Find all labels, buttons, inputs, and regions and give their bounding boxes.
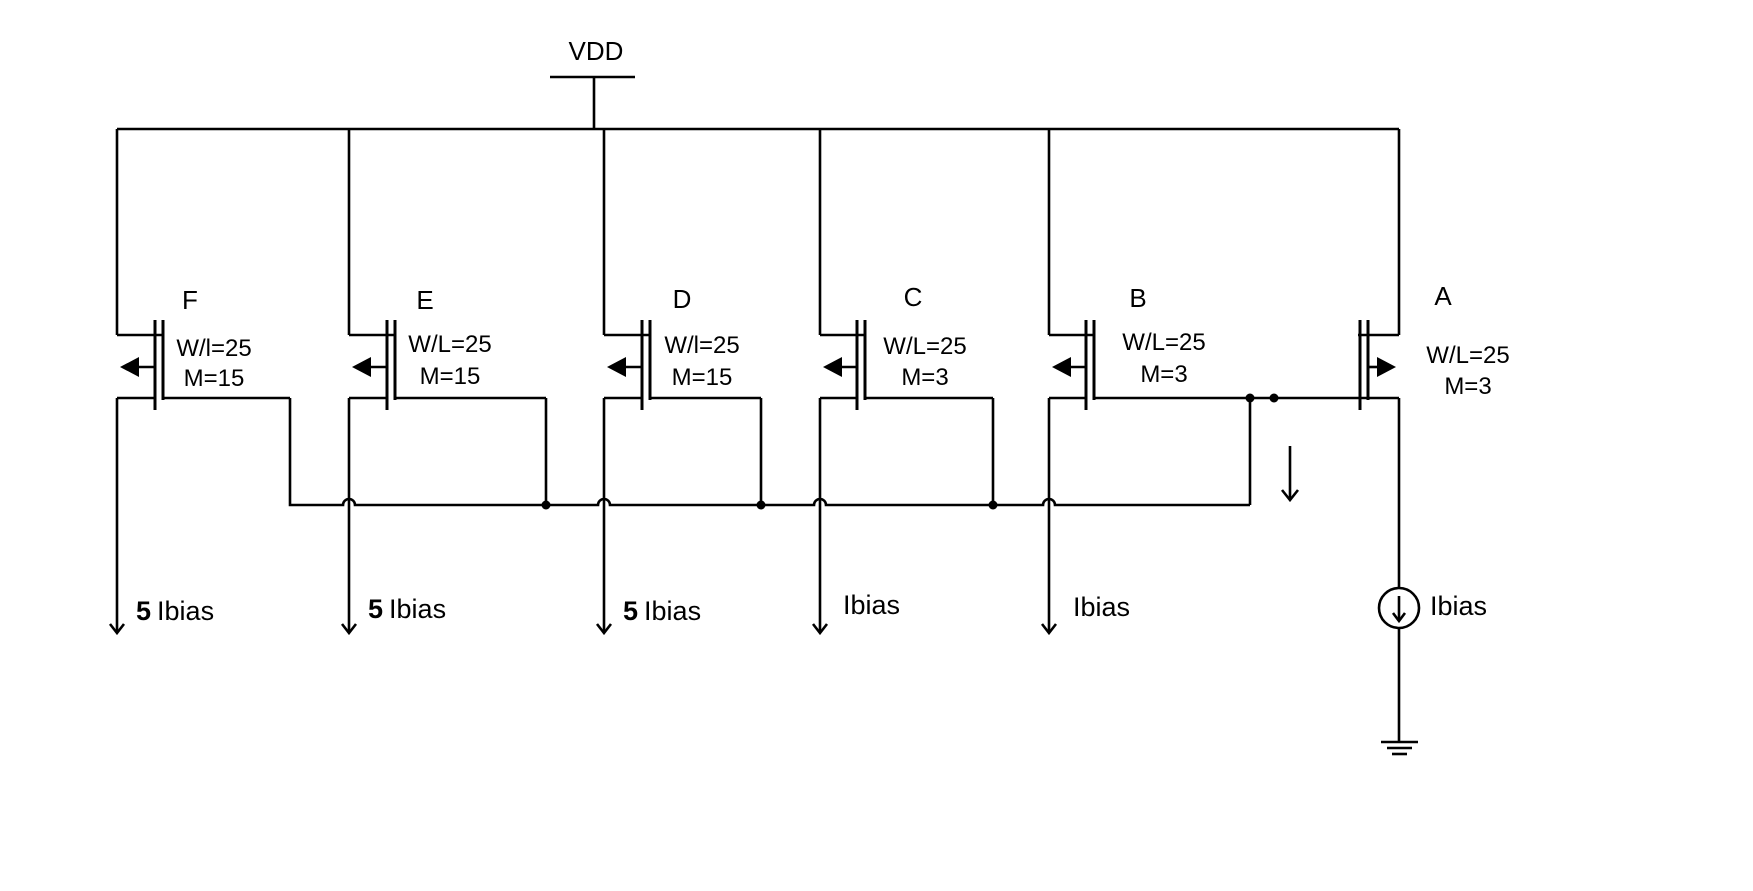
- current-source-icon: Ibias: [1377, 586, 1487, 630]
- transistor-name: C: [904, 282, 923, 312]
- vdd-supply: VDD: [550, 36, 635, 129]
- width-length-label: W/L=25: [408, 331, 491, 358]
- current-name: Ibias: [157, 596, 214, 626]
- multiplier-label: M=15: [184, 365, 245, 392]
- transistor-b: B W/L=25 M=3: [1047, 129, 1360, 505]
- transistor-e: E W/L=25 M=15: [347, 129, 548, 505]
- multiplier-label: M=3: [901, 364, 948, 391]
- width-length-label: W/l=25: [664, 332, 739, 359]
- current-name: Ibias: [389, 594, 446, 624]
- pmos-arrow-icon: [1052, 357, 1071, 377]
- reference-current-label: Ibias: [1430, 591, 1487, 621]
- transistor-name: E: [416, 285, 433, 315]
- transistor-c: C W/L=25 M=3: [818, 129, 995, 505]
- transistor-name: D: [673, 284, 692, 314]
- arrow-down-icon: [340, 623, 358, 636]
- multiplier-label: M=15: [672, 364, 733, 391]
- multiplier: 5: [368, 594, 383, 624]
- transistor-name: A: [1434, 281, 1452, 311]
- arrow-down-icon: [1280, 489, 1300, 503]
- transistor-name: F: [182, 285, 198, 315]
- arrow-down-icon: [1040, 623, 1058, 636]
- pmos-arrow-icon: [1377, 357, 1396, 377]
- arrow-down-icon: [595, 623, 613, 636]
- output-b: Ibias: [1040, 398, 1130, 636]
- output-current-label: Ibias: [843, 590, 900, 620]
- junction-dot: [1269, 393, 1279, 403]
- width-length-label: W/l=25: [176, 335, 251, 362]
- transistor-f: F W/l=25 M=15: [115, 129, 290, 410]
- transistor-d: D W/l=25 M=15: [602, 129, 763, 505]
- junction-dot: [1245, 393, 1255, 403]
- multiplier: 5: [136, 596, 151, 626]
- arrow-down-icon: [108, 623, 126, 636]
- pmos-arrow-icon: [607, 357, 626, 377]
- width-length-label: W/L=25: [1122, 329, 1205, 356]
- multiplier-label: M=3: [1444, 373, 1491, 400]
- current-name: Ibias: [644, 596, 701, 626]
- source-arrow-head: [1391, 612, 1407, 624]
- multiplier-label: M=3: [1140, 361, 1187, 388]
- transistor-name: B: [1129, 283, 1146, 313]
- output-current-label: Ibias: [1073, 592, 1130, 622]
- width-length-label: W/L=25: [883, 333, 966, 360]
- junction-dot: [541, 500, 551, 510]
- multiplier: 5: [623, 596, 638, 626]
- gate-bias-bus: [288, 398, 1250, 507]
- pmos-arrow-icon: [352, 357, 371, 377]
- pmos-arrow-icon: [823, 357, 842, 377]
- multiplier-label: M=15: [420, 363, 481, 390]
- arrow-down-icon: [811, 623, 829, 636]
- junction-dot: [988, 500, 998, 510]
- current-name: Ibias: [1073, 592, 1130, 622]
- junction-dot: [756, 500, 766, 510]
- ground-icon: [1381, 740, 1418, 756]
- vdd-label: VDD: [569, 36, 624, 66]
- transistor-a: A W/L=25 M=3: [1358, 129, 1510, 588]
- width-length-label: W/L=25: [1426, 342, 1509, 369]
- current-name: Ibias: [843, 590, 900, 620]
- output-c: Ibias: [811, 398, 900, 636]
- pmos-arrow-icon: [120, 357, 139, 377]
- current-direction-arrow: [1280, 446, 1300, 503]
